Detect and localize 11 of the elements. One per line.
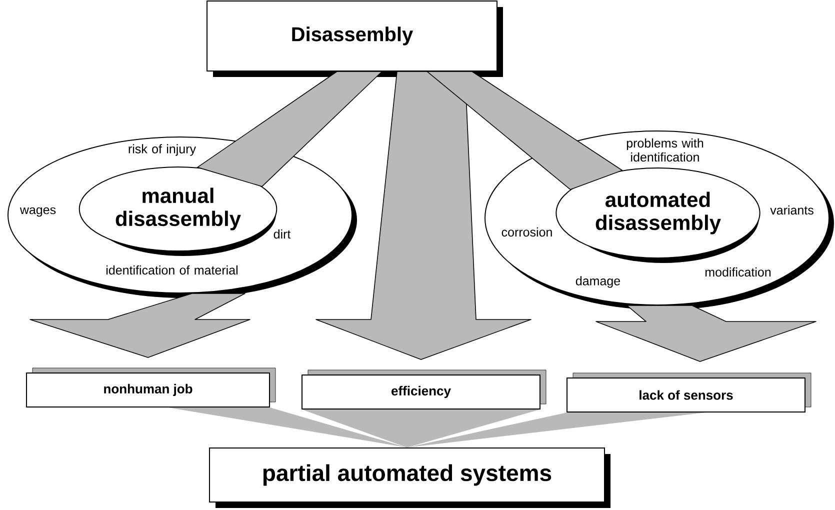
fat-arrow [316,71,532,360]
result-box: partial automated systems [209,448,610,508]
result-box: efficiency [302,370,546,410]
result-box: lack of sensors [566,372,812,412]
fat-arrow [30,293,250,358]
funnel [168,408,407,448]
funnel [407,412,706,448]
funnel [302,410,540,448]
fat-arrow [596,305,816,362]
title-box: Disassembly [206,0,503,77]
result-box: nonhuman job [26,368,276,408]
